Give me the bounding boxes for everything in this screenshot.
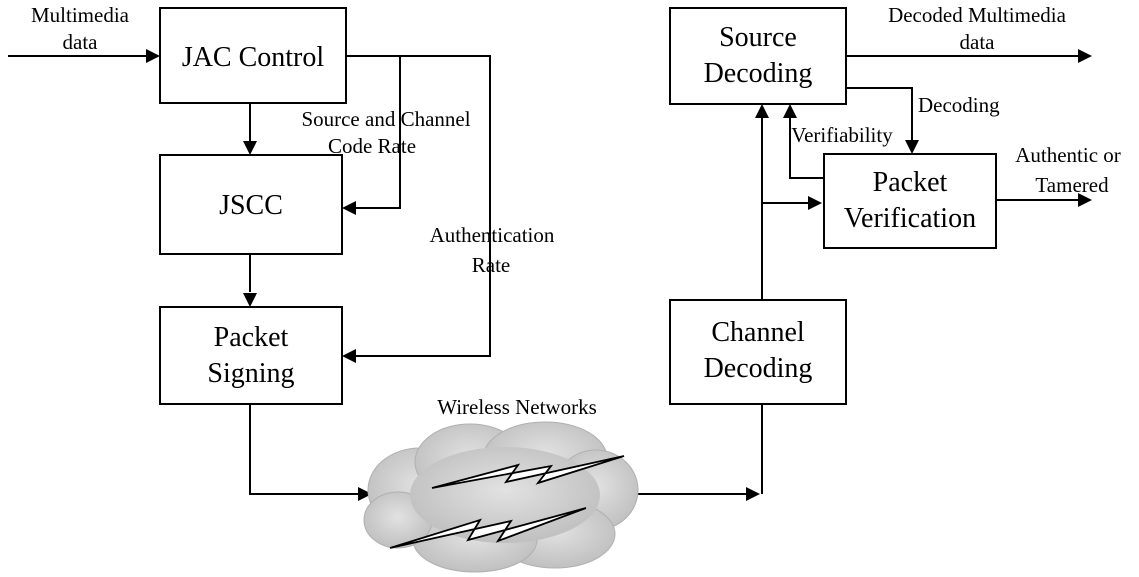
cloud-with-lightning-icon: [363, 421, 639, 573]
verifiability-line: [789, 118, 824, 179]
packet-signing-label-line2: Signing: [207, 358, 294, 389]
arrow-decoding-into-verification: [905, 140, 919, 154]
decoding-line: [846, 87, 913, 140]
arrow-into-source-decoding: [755, 104, 769, 118]
source-channel-rate-label-line2: Code Rate: [328, 134, 416, 158]
decoded-multimedia-label-line2: data: [960, 30, 996, 54]
authentic-or-tampered-label: Authentic or Tamered: [1015, 143, 1121, 197]
arrow-into-channel-decoding: [746, 487, 760, 501]
authentication-rate-label: Authentication Rate: [430, 223, 555, 277]
authentication-rate-label-line2: Rate: [472, 253, 510, 277]
multimedia-data-label-line2: data: [63, 30, 99, 54]
verifiability-label: Verifiability: [791, 123, 893, 147]
authentic-or-tampered-label-line2: Tamered: [1035, 173, 1109, 197]
multimedia-data-label-line1: Multimedia: [31, 3, 130, 27]
lightning-bolt-upper: [431, 455, 625, 489]
channel-decoding-box: Channel Decoding: [669, 299, 847, 405]
arrowheads: [146, 49, 1092, 501]
arrow-into-jac: [146, 49, 160, 63]
source-decoding-label-line1: Source: [719, 22, 797, 53]
packet-verification-label-line2: Verification: [844, 203, 976, 234]
decoded-multimedia-label-line1: Decoded Multimedia: [888, 3, 1067, 27]
jscc-label: JSCC: [219, 190, 283, 221]
authentication-rate-line: [356, 55, 491, 357]
packet-verification-label-line1: Packet: [873, 167, 948, 198]
packet-signing-box: Packet Signing: [159, 306, 343, 405]
arrow-decoded-output: [1078, 49, 1092, 63]
arrow-auth-rate-into-signing: [342, 349, 356, 363]
source-decoding-box: Source Decoding: [669, 7, 847, 105]
packet-verification-box: Packet Verification: [823, 153, 997, 249]
channel-decoding-label-line2: Decoding: [704, 353, 813, 384]
packet-signing-label-line1: Packet: [214, 322, 289, 353]
source-decoding-label-line2: Decoding: [704, 58, 813, 89]
jac-control-box: JAC Control: [159, 7, 347, 104]
decoded-multimedia-label: Decoded Multimedia data: [888, 3, 1067, 54]
authentic-or-tampered-label-line1: Authentic or: [1015, 143, 1121, 167]
arrow-code-rate-into-jscc: [342, 201, 356, 215]
connectors: [8, 55, 1078, 495]
code-rate-line: [346, 55, 401, 209]
arrow-verification-output: [1078, 193, 1092, 207]
arrow-into-signing: [243, 293, 257, 307]
wireless-networks-label: Wireless Networks: [437, 395, 597, 419]
jac-control-label: JAC Control: [182, 42, 325, 73]
channel-decoding-label-line1: Channel: [711, 317, 805, 348]
arrow-into-jscc: [243, 141, 257, 155]
authentication-rate-label-line1: Authentication: [430, 223, 555, 247]
arrow-into-network: [358, 487, 372, 501]
arrow-verifiability-into-source: [783, 104, 797, 118]
source-channel-rate-label-line1: Source and Channel: [301, 107, 470, 131]
source-channel-rate-label: Source and Channel Code Rate: [301, 107, 470, 158]
lightning-bolt-lower: [389, 507, 587, 549]
decoding-label: Decoding: [918, 93, 1000, 117]
arrow-into-verification: [808, 196, 822, 210]
jscc-box: JSCC: [159, 154, 343, 255]
multimedia-data-label: Multimedia data: [31, 3, 130, 54]
signing-to-network-line: [249, 404, 360, 495]
